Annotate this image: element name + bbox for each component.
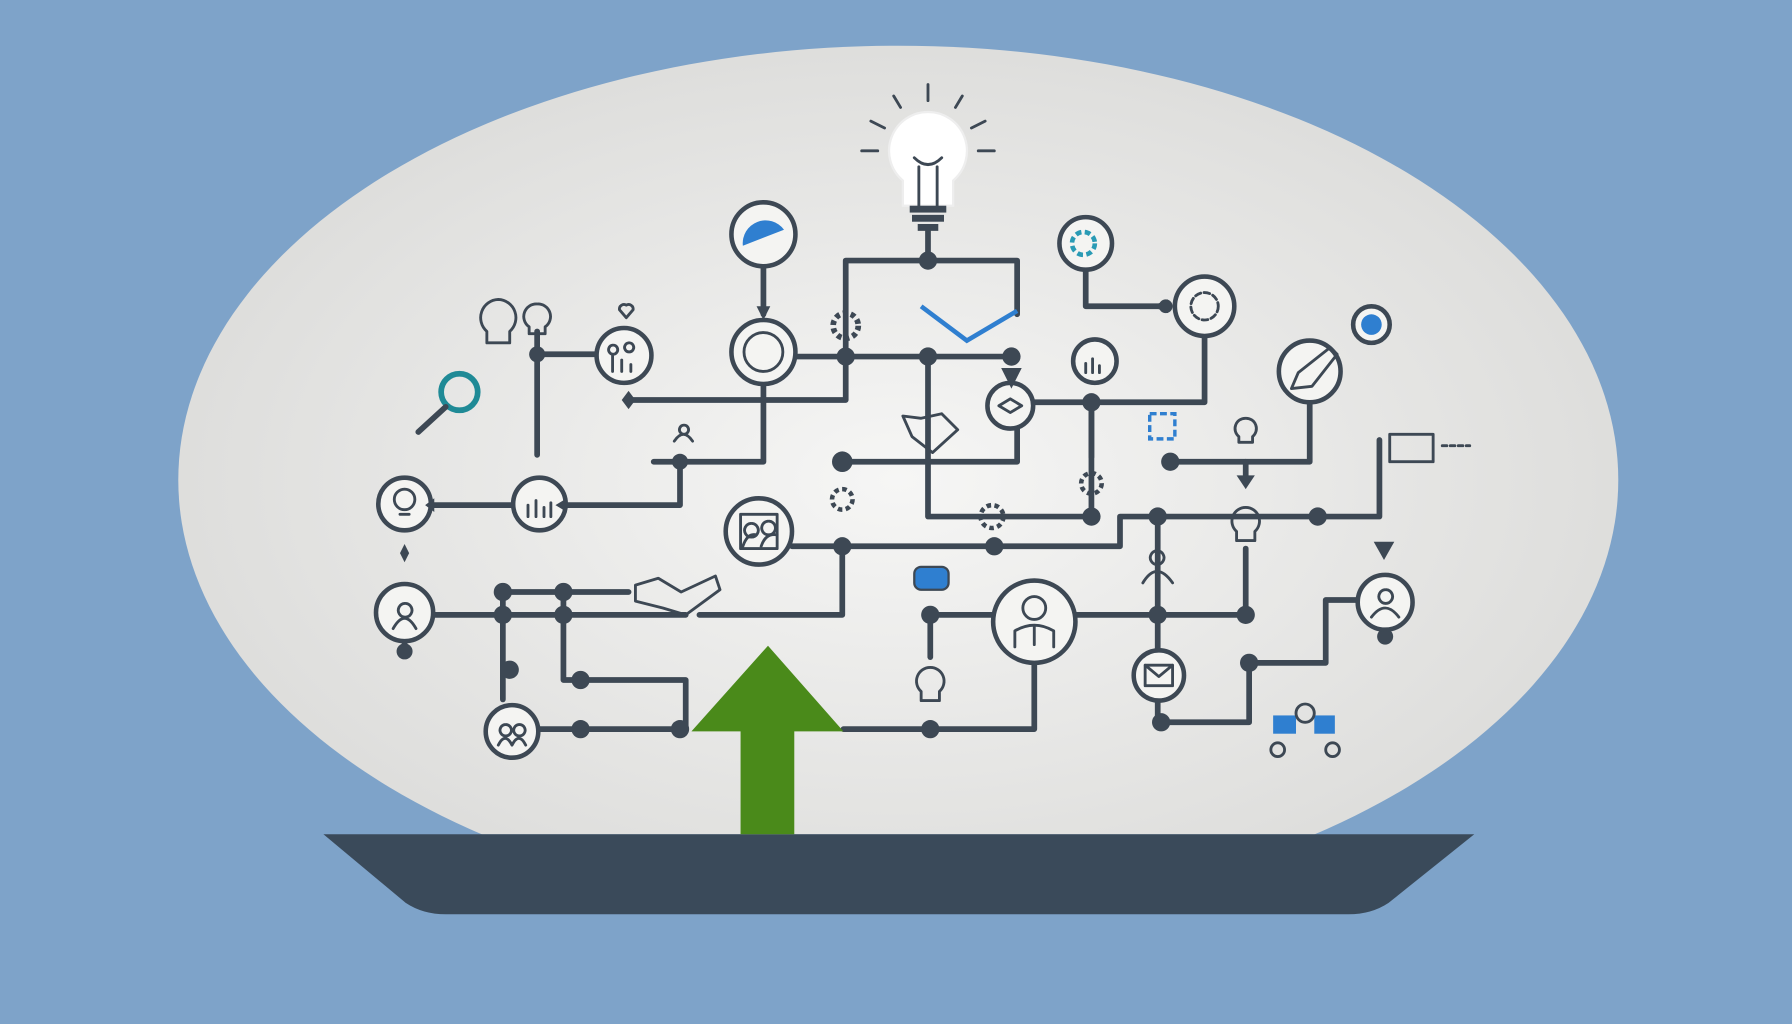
handshake-node-icon	[985, 380, 1036, 431]
envelope-node-icon	[1131, 648, 1187, 703]
blue-dot-node-icon	[1350, 304, 1392, 346]
puzzle-icon	[1148, 412, 1177, 441]
lightbulb-icon	[479, 297, 518, 345]
person-node-icon	[990, 578, 1078, 666]
arrowheads	[400, 299, 1395, 563]
team-icon	[1269, 702, 1341, 758]
people-node-icon	[483, 702, 541, 760]
oval-panel	[178, 45, 1619, 835]
idea-node-icon	[376, 475, 434, 533]
pencil-node-icon	[1276, 338, 1343, 405]
presentation-icon	[1388, 432, 1472, 464]
lightbulb-icon	[915, 665, 946, 702]
chart-node-icon	[1070, 337, 1119, 386]
lightbulb-icon	[1230, 505, 1261, 542]
lightbulb-icon	[860, 83, 996, 231]
chart-node-icon	[729, 200, 798, 269]
junction-dots	[396, 251, 1394, 739]
people-icon	[1141, 549, 1174, 585]
gear-icon	[1078, 470, 1104, 496]
gear-node-icon	[1057, 214, 1115, 272]
handshake-icon	[901, 412, 960, 454]
base-platform	[323, 834, 1475, 915]
people-chart-node-icon	[594, 325, 654, 386]
chat-bubble-icon	[913, 565, 950, 591]
people-node-icon	[723, 496, 795, 567]
gear-icon	[830, 310, 862, 342]
floating-icons	[415, 297, 1472, 758]
person-node-icon	[1355, 572, 1415, 632]
person-icon	[672, 423, 694, 443]
handshake-icon	[634, 574, 722, 617]
lightbulb-icon	[522, 302, 552, 336]
gear-icon	[829, 486, 855, 512]
person-node-icon	[373, 581, 436, 644]
gear-node-icon	[1172, 274, 1237, 339]
checkmark-icon	[919, 304, 1019, 344]
lightbulb-icon	[1233, 416, 1258, 444]
target-node-icon	[729, 317, 798, 387]
growth-arrow-icon	[691, 645, 844, 835]
gear-icon	[978, 502, 1006, 531]
magnifier-icon	[415, 370, 481, 435]
heart-icon	[618, 303, 635, 320]
